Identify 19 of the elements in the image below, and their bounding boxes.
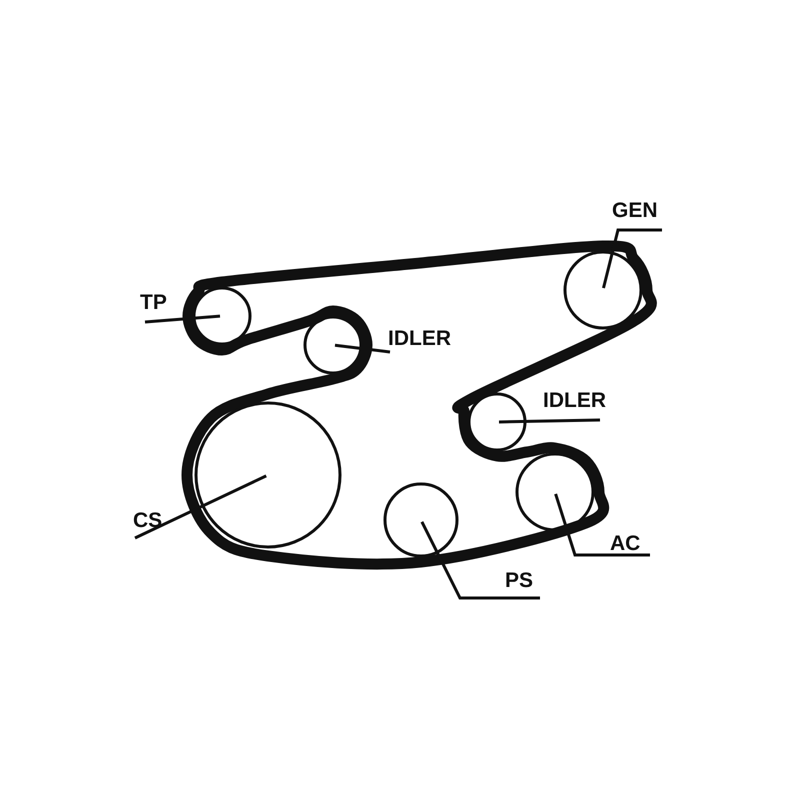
component-label: IDLER: [388, 328, 451, 350]
leader-line: [134, 474, 267, 540]
component-label: PS: [505, 570, 534, 592]
pulley: [516, 452, 594, 532]
component-label: GEN: [612, 200, 658, 222]
component-label: TP: [140, 292, 167, 314]
leader-line: [602, 228, 662, 288]
leader-line: [554, 493, 650, 556]
pulley: [304, 316, 362, 374]
component-label: IDLER: [543, 390, 606, 412]
component-label: AC: [610, 533, 640, 555]
pulley: [384, 482, 458, 558]
pulley: [564, 250, 642, 330]
leader-line: [144, 314, 220, 324]
pulley: [192, 286, 252, 346]
component-label: CS: [133, 510, 162, 532]
pulley: [194, 402, 342, 548]
pulley: [468, 392, 526, 452]
leader-line: [498, 418, 600, 424]
